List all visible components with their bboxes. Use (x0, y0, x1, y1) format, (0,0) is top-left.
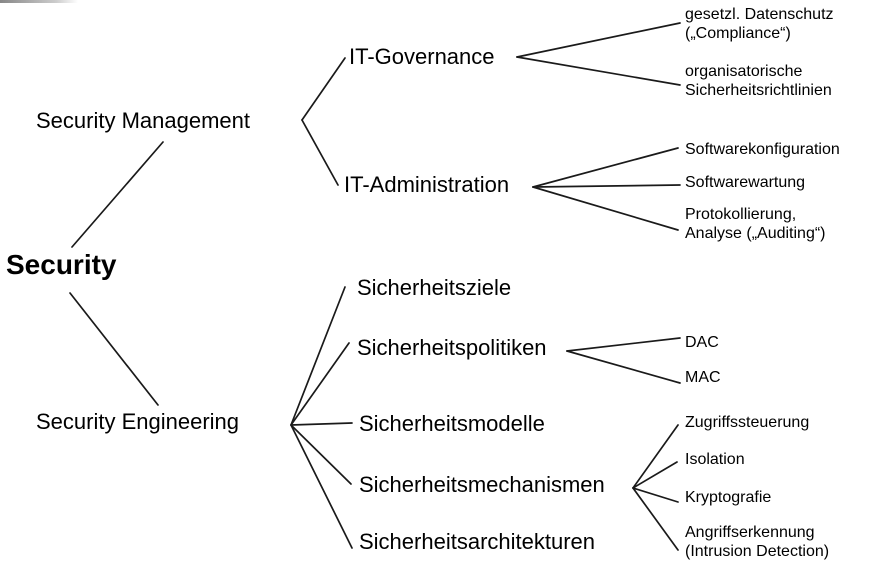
top-edge-artifact (0, 0, 78, 3)
node-gesetzl-datenschutz: gesetzl. Datenschutz („Compliance“) (685, 6, 834, 42)
node-angriffserkennung: Angriffserkennung (Intrusion Detection) (685, 524, 830, 560)
connector-security-management (71, 141, 164, 248)
connector-engineering-politiken (290, 342, 350, 426)
connector-management-governance (301, 57, 346, 121)
connector-security-engineering (69, 292, 159, 406)
connector-administration-protokollierung (532, 186, 679, 231)
node-protokollierung-auditing: Protokollierung, Analyse („Auditing“) (685, 206, 826, 242)
node-isolation: Isolation (685, 451, 745, 468)
node-sicherheitsziele: Sicherheitsziele (357, 275, 512, 300)
node-it-administration: IT-Administration (344, 172, 510, 197)
connector-mechanismen-kryptografie (632, 487, 679, 503)
node-softwarewartung: Softwarewartung (685, 174, 806, 191)
node-mac: MAC (685, 369, 721, 386)
node-softwarekonfiguration: Softwarekonfiguration (685, 141, 840, 158)
connector-administration-wartung (532, 184, 681, 188)
connector-governance-richtlinien (516, 56, 681, 86)
connector-governance-datenschutz (516, 22, 681, 58)
node-security-engineering: Security Engineering (36, 409, 240, 434)
node-sicherheitsarchitekturen: Sicherheitsarchitekturen (359, 529, 596, 554)
node-sicherheitsmechanismen: Sicherheitsmechanismen (359, 472, 605, 497)
node-kryptografie: Kryptografie (685, 489, 772, 506)
node-security-management: Security Management (36, 108, 250, 133)
node-security: Security (6, 249, 117, 280)
connector-engineering-mechanismen (290, 424, 352, 485)
connector-administration-konfiguration (532, 147, 679, 188)
connector-politiken-mac (566, 350, 681, 384)
node-dac: DAC (685, 334, 719, 351)
connector-engineering-modelle (290, 422, 353, 426)
connector-mechanismen-isolation (632, 461, 678, 489)
connector-engineering-ziele (290, 286, 346, 426)
connector-mechanismen-angriffserkennung (632, 487, 679, 551)
node-sicherheitspolitiken: Sicherheitspolitiken (357, 335, 547, 360)
node-zugriffssteuerung: Zugriffssteuerung (685, 414, 810, 431)
node-organisatorische-richtlinien: organisatorische Sicherheitsrichtlinien (685, 63, 832, 99)
connector-politiken-dac (566, 337, 681, 352)
node-it-governance: IT-Governance (349, 44, 495, 69)
connector-mechanismen-zugriff (632, 424, 679, 489)
connector-management-administration (301, 119, 339, 186)
node-sicherheitsmodelle: Sicherheitsmodelle (359, 411, 545, 436)
connector-engineering-architekturen (290, 424, 353, 549)
